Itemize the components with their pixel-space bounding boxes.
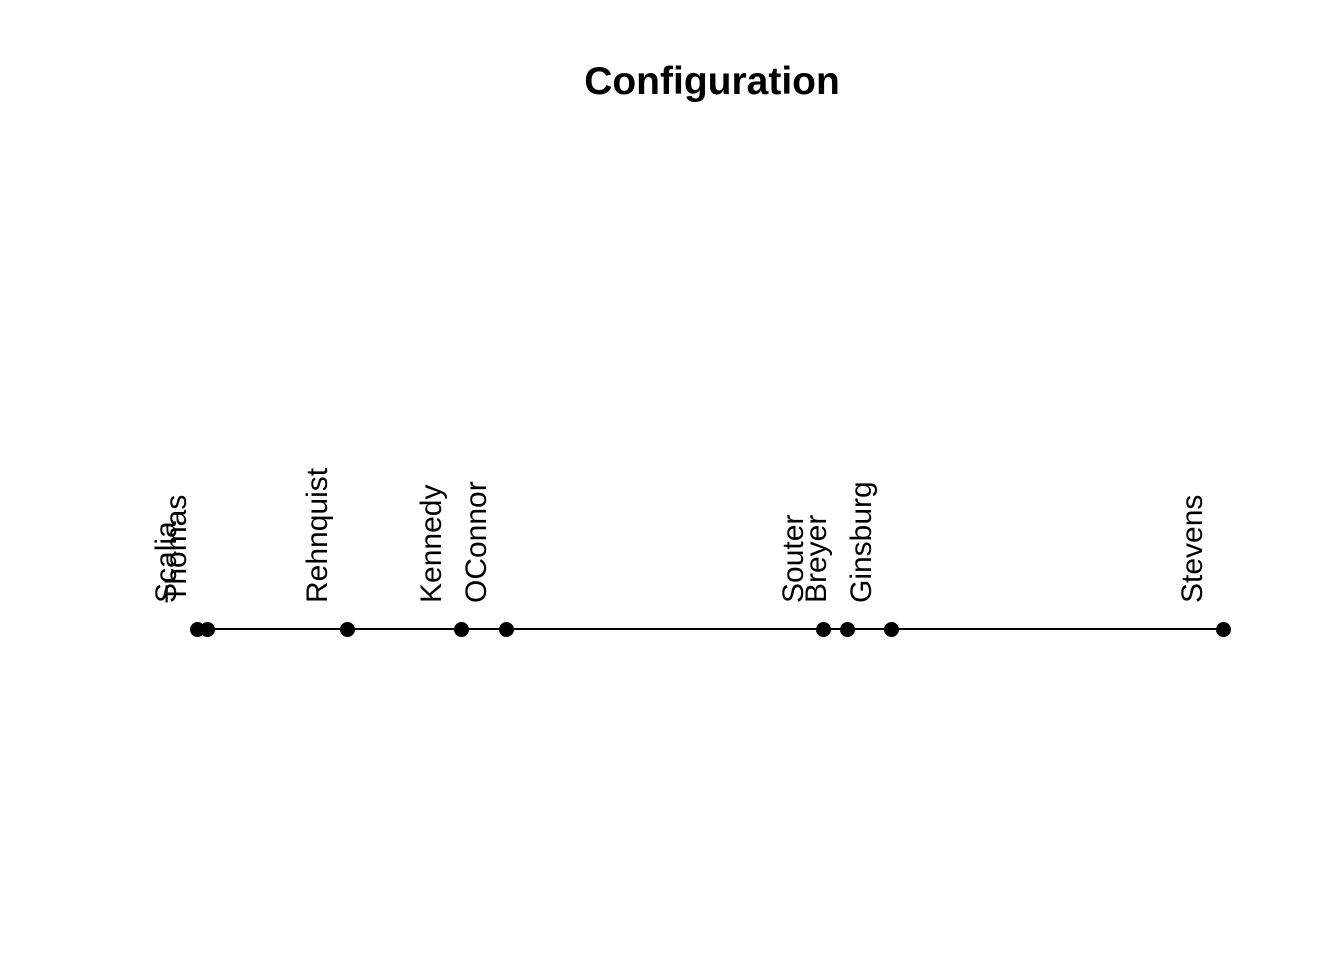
data-point [199, 621, 215, 637]
data-point [1215, 621, 1231, 637]
point-label: Thomas [160, 494, 194, 603]
data-point [340, 621, 356, 637]
configuration-line [197, 628, 1223, 630]
data-point [884, 621, 900, 637]
data-point [499, 621, 515, 637]
data-point [839, 621, 855, 637]
data-point [816, 621, 832, 637]
point-label: Stevens [1176, 494, 1209, 603]
data-point [454, 621, 470, 637]
point-label: Ginsburg [844, 481, 878, 603]
point-label: Kennedy [414, 484, 448, 603]
chart-title: Configuration [584, 60, 840, 103]
point-label: OConnor [459, 481, 493, 603]
point-label: Rehnquist [300, 467, 334, 603]
point-label: Breyer [800, 514, 834, 603]
